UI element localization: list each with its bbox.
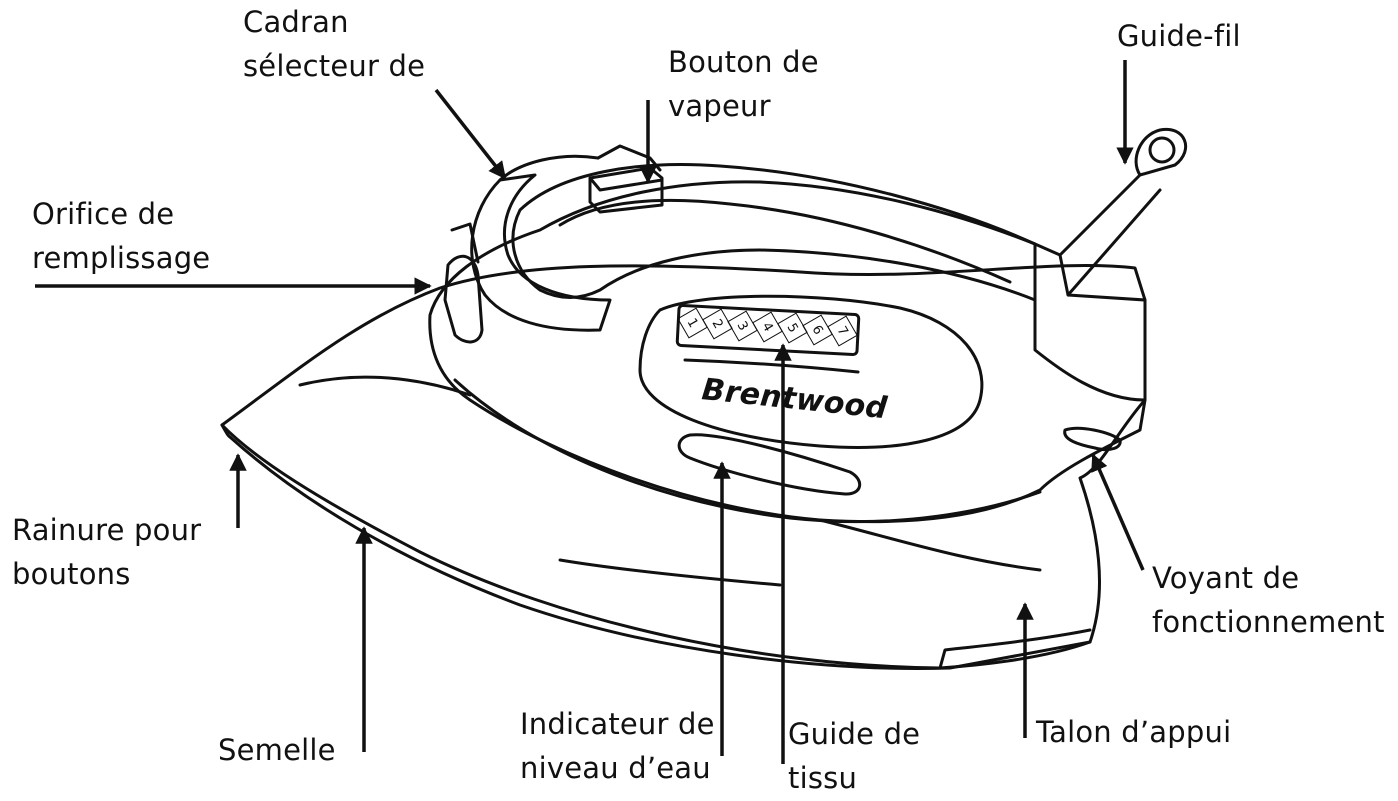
arrow-power-light xyxy=(1091,453,1145,571)
fabric-guide-panel xyxy=(675,304,861,356)
selector-dial-top xyxy=(498,154,600,182)
iron-handle-inner xyxy=(558,198,1012,284)
thread-guide-hole xyxy=(1148,136,1176,164)
brand-area xyxy=(638,294,984,449)
thread-guide-post xyxy=(1033,127,1188,302)
iron-handle xyxy=(511,163,1037,302)
arrow-selector-dial xyxy=(434,88,507,180)
iron-soleplate-edge xyxy=(228,435,1092,670)
iron-soleplate-rim xyxy=(220,423,232,439)
fabric-guide-slot xyxy=(683,358,860,374)
body-contour-2 xyxy=(558,558,782,587)
body-contour-3 xyxy=(818,518,1042,572)
label-heel-rest: Talon d’appui xyxy=(1036,715,1232,749)
water-level-window xyxy=(677,433,861,496)
body-contour-1 xyxy=(298,375,472,397)
iron-soleplate-outline xyxy=(220,264,1147,670)
fill-hole-cap-back xyxy=(450,222,480,264)
iron-upper-shell xyxy=(428,180,1147,524)
power-light-shape xyxy=(1063,426,1122,452)
label-soleplate: Semelle xyxy=(218,733,336,767)
iron-shell-seam xyxy=(453,378,1042,524)
fill-hole-cap xyxy=(443,254,484,344)
steam-button-top xyxy=(596,144,662,172)
iron-heel-step xyxy=(938,628,1092,670)
label-thread-guide: Guide-fil xyxy=(1117,19,1241,53)
